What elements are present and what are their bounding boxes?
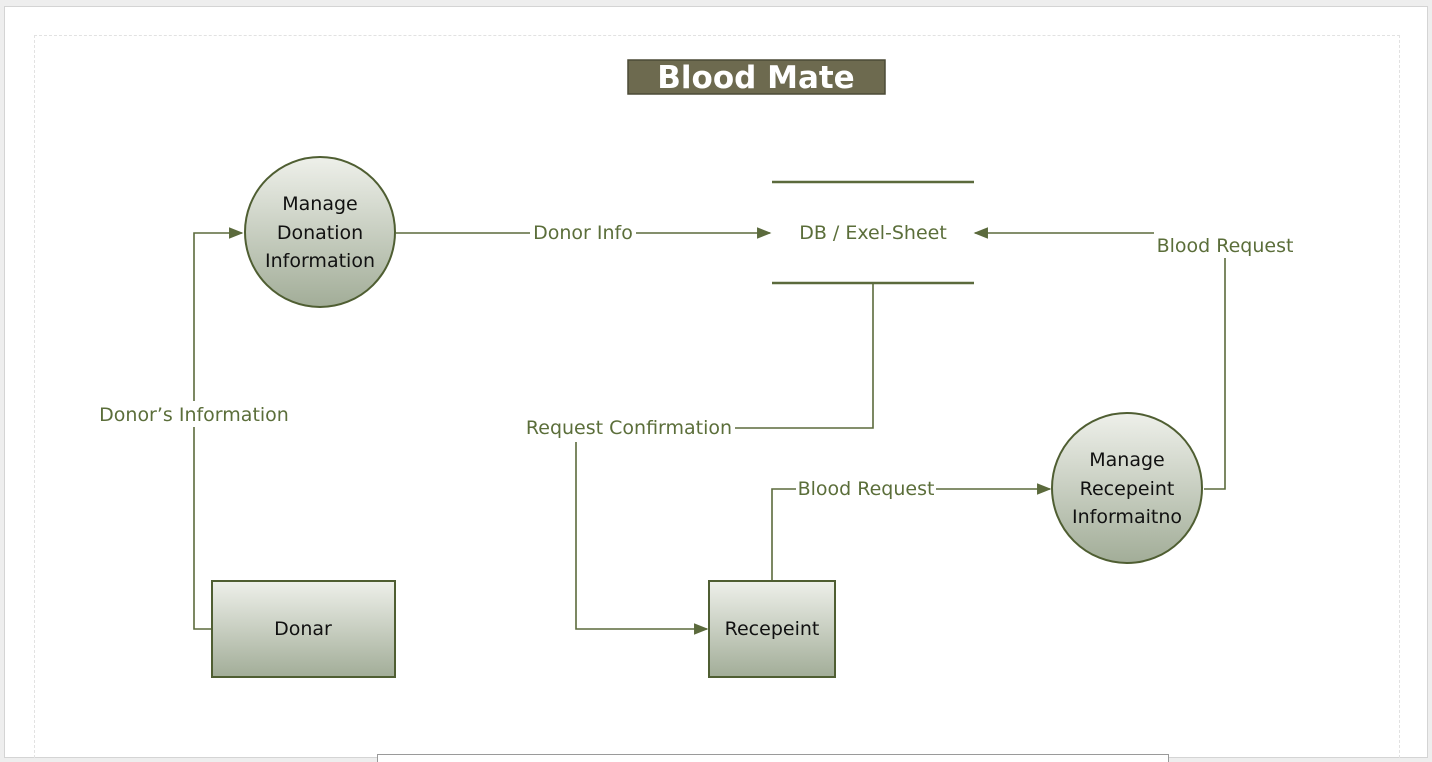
process-manage-recepeint-line-2: Recepeint	[1080, 478, 1175, 500]
flow-label-blood-request-to-store: Blood Request	[1157, 235, 1294, 257]
data-store-label: DB / Exel-Sheet	[799, 222, 947, 244]
diagram-title: Blood Mate	[627, 59, 886, 96]
process-manage-recepeint-informaitno[interactable]: Manage Recepeint Informaitno	[1051, 412, 1203, 564]
process-manage-donation-line-3: Information	[265, 250, 375, 272]
flow-label-donor-info: Donor Info	[533, 222, 633, 244]
entity-recepeint-label: Recepeint	[725, 618, 820, 640]
process-manage-recepeint-line-3: Informaitno	[1072, 506, 1182, 528]
entity-donar[interactable]: Donar	[211, 580, 396, 678]
entity-donar-label: Donar	[274, 618, 332, 640]
page-margin-guide	[34, 35, 1400, 758]
entity-recepeint[interactable]: Recepeint	[708, 580, 836, 678]
data-store-db-exel-sheet[interactable]: DB / Exel-Sheet	[772, 180, 974, 285]
edge-db-to-recepeint	[575, 283, 874, 635]
flow-labels: Donor Info Donor’s Information Blood Req…	[95, 220, 1296, 502]
flow-label-blood-request-to-process: Blood Request	[798, 478, 935, 500]
edge-manage-recepeint-to-db	[973, 227, 1226, 490]
diagram-title-text: Blood Mate	[657, 60, 854, 96]
process-manage-donation-line-2: Donation	[277, 222, 363, 244]
process-manage-recepeint-line-1: Manage	[1089, 449, 1164, 471]
process-manage-donation-information[interactable]: Manage Donation Information	[244, 156, 396, 308]
flow-label-request-confirmation: Request Confirmation	[526, 417, 732, 439]
flow-label-donors-information: Donor’s Information	[99, 404, 289, 426]
edge-recepeint-to-manage-recepeint	[771, 483, 1052, 581]
edge-donar-to-manage-donation	[193, 227, 244, 630]
process-manage-donation-line-1: Manage	[282, 193, 357, 215]
